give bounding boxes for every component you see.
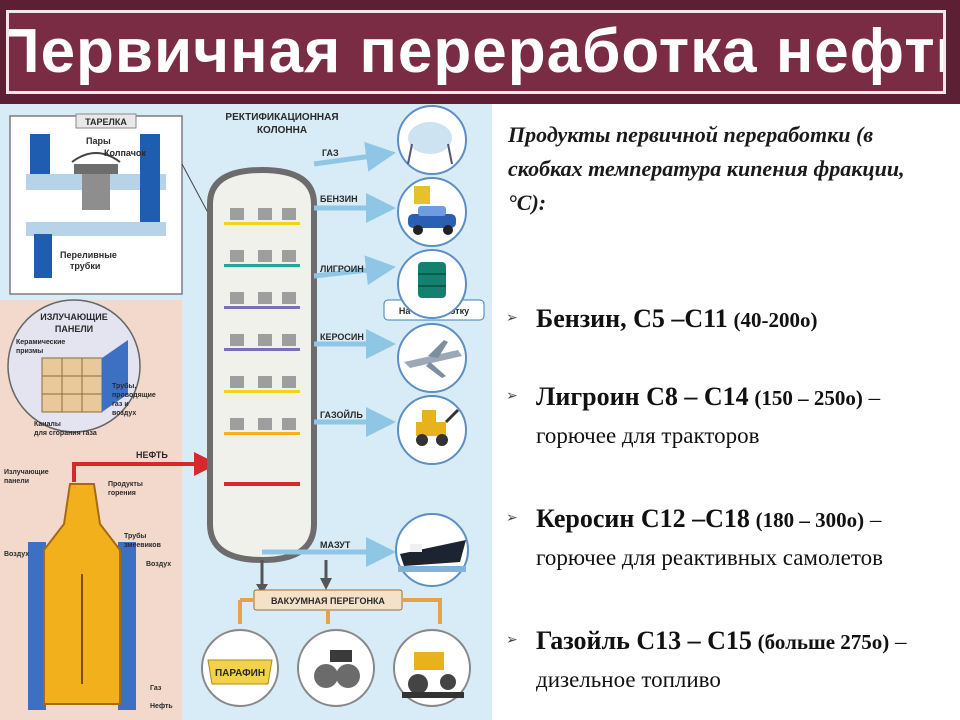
product-name: Газойль С13 – С15 bbox=[536, 626, 752, 655]
product-use: – горючее для реактивных самолетов bbox=[536, 507, 883, 570]
paraffin-label: ПАРАФИН bbox=[215, 668, 265, 679]
product-use: – дизельное топливо bbox=[536, 629, 907, 692]
product-name: Бензин, С5 –С11 bbox=[536, 304, 728, 333]
prisms-label-2: призмы bbox=[16, 348, 43, 355]
tray-pipes-label-2: трубки bbox=[70, 261, 100, 271]
radiating-label-1: Излучающие bbox=[4, 469, 49, 476]
gas-input-label: Газ bbox=[150, 685, 162, 692]
tray-title: ТАРЕЛКА bbox=[85, 117, 127, 127]
vacuum-section: ВАКУУМНАЯ ПЕРЕГОНКА ПАРАФИН bbox=[201, 560, 471, 707]
products-caption: Продукты первичной переработки (в скобка… bbox=[508, 122, 905, 215]
list-item: ➢ Керосин С12 –С18 (180 – 300о) – горюче… bbox=[506, 500, 956, 577]
road-roller-icon bbox=[393, 629, 471, 707]
distillation-column: РЕКТИФИКАЦИОННАЯ КОЛОННА bbox=[207, 112, 339, 594]
refinery-diagram: ТАРЕЛКА Пары Колпачок Переливные трубки … bbox=[0, 104, 492, 720]
bullet-icon: ➢ bbox=[506, 311, 518, 326]
product-range: (больше 275о) bbox=[757, 630, 890, 654]
gasoline-label: БЕНЗИН bbox=[320, 194, 358, 204]
bullet-icon: ➢ bbox=[506, 633, 518, 648]
product-range: (180 – 300о) bbox=[755, 508, 865, 532]
airplane-icon bbox=[397, 323, 467, 393]
pipes-air-label-1: Трубы, bbox=[112, 382, 136, 390]
radiating-label-2: панели bbox=[4, 478, 29, 485]
product-name: Керосин С12 –С18 bbox=[536, 504, 750, 533]
list-item: ➢ Бензин, С5 –С11 (40-200о) bbox=[506, 300, 956, 339]
tray-inset: ТАРЕЛКА Пары Колпачок Переливные трубки bbox=[9, 113, 231, 295]
vacuum-label: ВАКУУМНАЯ ПЕРЕГОНКА bbox=[271, 596, 385, 606]
products-panel: Продукты первичной переработки (в скобка… bbox=[494, 104, 960, 720]
machinery-icon bbox=[297, 629, 375, 707]
combustion-label-2: горения bbox=[108, 490, 136, 497]
car-icon bbox=[397, 177, 467, 247]
product-range: (150 – 250о) bbox=[754, 386, 863, 410]
paraffin-icon: ПАРАФИН bbox=[201, 629, 279, 707]
furnace-section: ИЗЛУЧАЮЩИЕ ПАНЕЛИ Керамические призмы Тр… bbox=[0, 299, 218, 720]
tray-cap-label: Колпачок bbox=[104, 148, 146, 158]
product-use: – горючее для тракторов bbox=[536, 385, 881, 448]
tray-pipes-label-1: Переливные bbox=[60, 250, 117, 260]
gasoil-label: ГАЗОЙЛЬ bbox=[320, 409, 363, 420]
coil-label-1: Трубы bbox=[124, 532, 146, 540]
tray-vapor-label: Пары bbox=[86, 136, 111, 146]
page-title: Первичная переработка нефти bbox=[6, 17, 946, 86]
product-name: Лигроин С8 – С14 bbox=[536, 382, 749, 411]
list-item: ➢ Лигроин С8 – С14 (150 – 250о) – горюче… bbox=[506, 378, 956, 455]
oil-input-label: НЕФТЬ bbox=[136, 450, 168, 460]
air-left-label: Воздух bbox=[4, 551, 29, 558]
bullet-icon: ➢ bbox=[506, 511, 518, 526]
product-icons bbox=[395, 105, 469, 587]
column-title-2: КОЛОННА bbox=[257, 125, 307, 136]
barrel-icon bbox=[397, 249, 467, 319]
panels-label-2: ПАНЕЛИ bbox=[55, 324, 93, 334]
product-range: (40-200о) bbox=[733, 308, 818, 332]
ship-icon bbox=[395, 513, 469, 587]
kerosene-label: КЕРОСИН bbox=[320, 332, 364, 342]
title-frame: Первичная переработка нефти bbox=[6, 10, 946, 94]
gas-label: ГАЗ bbox=[322, 148, 339, 158]
pipes-air-label-3: газ и bbox=[112, 401, 129, 408]
column-title-1: РЕКТИФИКАЦИОННАЯ bbox=[225, 112, 338, 123]
title-bar: Первичная переработка нефти bbox=[0, 0, 960, 104]
list-item: ➢ Газойль С13 – С15 (больше 275о) – дизе… bbox=[506, 622, 956, 699]
panels-label-1: ИЗЛУЧАЮЩИЕ bbox=[40, 312, 108, 322]
channels-label-2: для сгорания газа bbox=[34, 430, 97, 437]
pipes-air-label-2: проводящие bbox=[112, 392, 156, 399]
pipes-air-label-4: воздух bbox=[112, 410, 136, 417]
air-right-label: Воздух bbox=[146, 561, 171, 568]
ligroin-label: ЛИГРОИН bbox=[320, 264, 364, 274]
gas-tank-icon bbox=[397, 105, 467, 175]
fuel-oil-label: МАЗУТ bbox=[320, 540, 351, 550]
coil-label-2: змеевиков bbox=[124, 542, 162, 549]
prisms-label-1: Керамические bbox=[16, 339, 65, 346]
excavator-icon bbox=[397, 395, 467, 465]
oil-bottom-label: Нефть bbox=[150, 703, 173, 710]
combustion-label-1: Продукты bbox=[108, 481, 143, 488]
channels-label-1: Каналы bbox=[34, 421, 61, 428]
bullet-icon: ➢ bbox=[506, 389, 518, 404]
